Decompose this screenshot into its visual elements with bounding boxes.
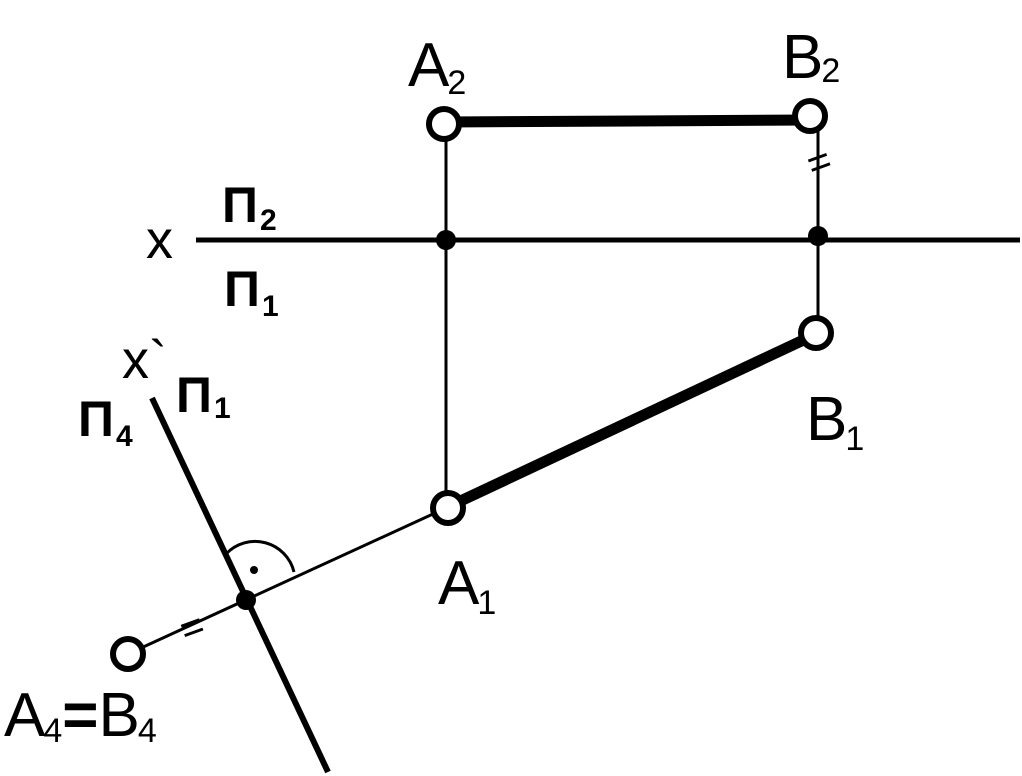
label-b1: B1 <box>806 385 864 458</box>
segment-a2-b2 <box>445 114 811 128</box>
intersection-dot-b <box>808 226 828 246</box>
label-b2: B2 <box>782 23 840 92</box>
label-a2: A2 <box>408 31 466 102</box>
projection-line-a1-a4 <box>127 506 447 656</box>
equal-mark-bottom: = <box>174 603 211 652</box>
label-a1: A1 <box>438 549 496 622</box>
label-pi2: П2 <box>222 177 277 237</box>
right-angle-dot <box>250 566 258 574</box>
equal-mark-top: = <box>801 138 838 187</box>
segment-a1-b1 <box>449 331 815 510</box>
point-a4-b4 <box>110 636 146 672</box>
label-pi4: П4 <box>78 391 133 453</box>
right-angle-arc <box>224 539 296 573</box>
point-b1 <box>798 315 834 351</box>
intersection-dot-a <box>436 230 456 250</box>
label-pi1-top: П1 <box>224 261 279 323</box>
x-new-axis-line <box>149 396 331 774</box>
label-x-axis: x <box>146 210 173 270</box>
label-a4-b4: A4=B4 <box>4 681 157 750</box>
point-b2 <box>792 98 828 134</box>
intersection-dot-new-axis <box>236 590 256 610</box>
label-x-new-axis: x` <box>122 330 167 390</box>
label-pi1-new: П1 <box>176 367 231 425</box>
point-a2 <box>426 106 462 142</box>
point-a1 <box>430 490 466 526</box>
